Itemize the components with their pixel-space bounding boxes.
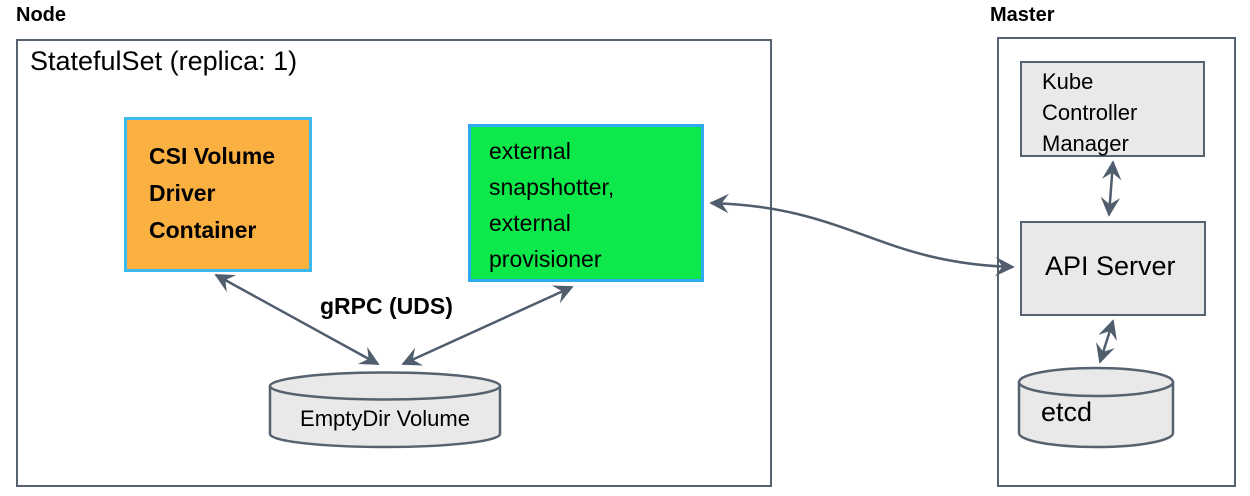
external-sidecars-box: external snapshotter, external provision… [468,124,704,282]
sidecar-box-line: provisioner [489,246,602,272]
csi-volume-driver-box: CSI Volume Driver Container [124,117,312,272]
sidecar-box-line: external [489,210,571,236]
kcm-box-line: Kube [1042,69,1094,94]
master-label: Master [990,4,1055,26]
statefulset-label: StatefulSet (replica: 1) [30,46,298,76]
kcm-box-line: Controller [1042,100,1138,125]
etcd-label: etcd [1041,397,1093,427]
sidecar-box-line: external [489,138,571,164]
csi-box-line: Driver [149,180,216,206]
node-label: Node [16,4,66,26]
api-server-label: API Server [1045,251,1176,281]
csi-box-line: CSI Volume [149,143,276,169]
sidecar-box-line: snapshotter, [489,174,615,200]
emptydir-label: EmptyDir Volume [300,406,470,431]
api-server-box: API Server [1020,221,1206,316]
kcm-box-line: Manager [1042,131,1129,156]
grpc-uds-label: gRPC (UDS) [320,293,453,319]
csi-box-line: Container [149,217,257,243]
kube-controller-manager-box: Kube Controller Manager [1020,61,1205,157]
